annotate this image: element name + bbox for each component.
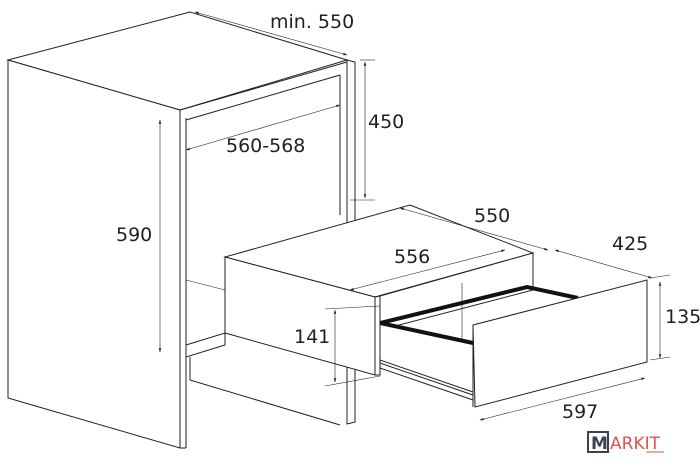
label-597: 597: [562, 401, 598, 423]
label-550: 550: [474, 205, 510, 227]
svg-text:M: M: [591, 434, 608, 454]
label-135: 135: [665, 306, 700, 328]
shelf: [185, 332, 226, 358]
label-450: 450: [368, 111, 404, 133]
cabinet: [6, 11, 356, 449]
label-425: 425: [612, 233, 648, 255]
markit-watermark-logo: M ARKIT: [587, 431, 664, 454]
label-560-568: 560-568: [226, 135, 305, 157]
dimension-lines: [158, 11, 671, 421]
label-590: 590: [116, 224, 152, 246]
drawer-front: [472, 279, 648, 408]
label-141: 141: [294, 326, 330, 348]
drawer: [379, 279, 648, 408]
label-556: 556: [394, 246, 430, 268]
cabinet-left-panel: [7, 59, 181, 449]
drawer-rim: [379, 284, 579, 325]
svg-text:ARKIT: ARKIT: [610, 434, 661, 454]
label-min-550: min. 550: [270, 11, 354, 33]
